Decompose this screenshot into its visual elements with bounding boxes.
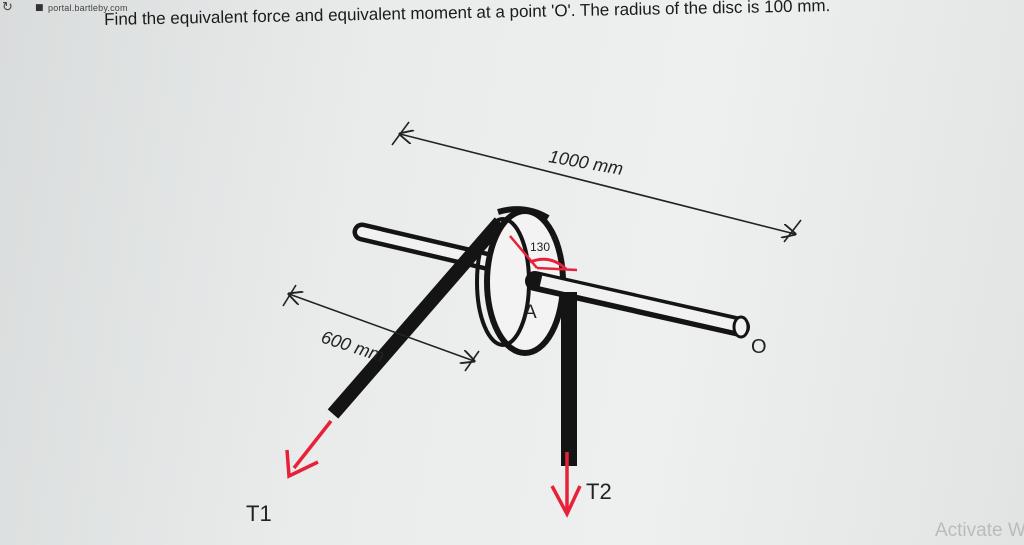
activate-windows-watermark: Activate Wi <box>934 520 1024 541</box>
browser-address-bar: ↻ ■ portal.bartleby.com <box>0 0 1024 18</box>
angle-degree-mark: o <box>551 232 557 243</box>
t1-arrow <box>285 419 333 479</box>
t1-label: T1 <box>246 501 272 526</box>
dimension-600-line <box>282 284 480 372</box>
reload-icon[interactable]: ↻ <box>2 0 13 15</box>
url-text[interactable]: portal.bartleby.com <box>48 3 128 13</box>
angle-label: 130 <box>530 240 550 254</box>
lock-icon: ■ <box>35 3 44 13</box>
t2-arrow <box>550 452 582 518</box>
t2-label: T2 <box>586 479 612 504</box>
dimension-1000-line <box>391 121 802 243</box>
right-shaft <box>525 271 750 339</box>
dimension-600-label: 600 mm <box>319 327 387 366</box>
point-o-label: O <box>751 336 767 358</box>
disc <box>475 206 566 356</box>
point-a-label: A <box>524 302 537 323</box>
angle-arc <box>509 235 578 272</box>
